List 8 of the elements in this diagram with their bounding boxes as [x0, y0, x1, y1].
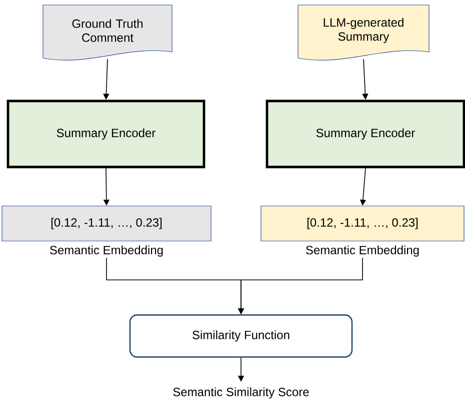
- process-box: Summary Encoder: [6, 100, 206, 168]
- caption-text: Semantic Embedding: [306, 246, 419, 257]
- caption-text: Semantic Embedding: [50, 246, 163, 257]
- function-box: Similarity Function: [129, 314, 353, 358]
- process-box: Summary Encoder: [266, 100, 465, 168]
- output-text: Semantic Similarity Score: [173, 387, 309, 399]
- vector-box: [0.12, -1.11, …, 0.23]: [2, 206, 212, 242]
- vector-box: [0.12, -1.11, …, 0.23]: [260, 206, 464, 242]
